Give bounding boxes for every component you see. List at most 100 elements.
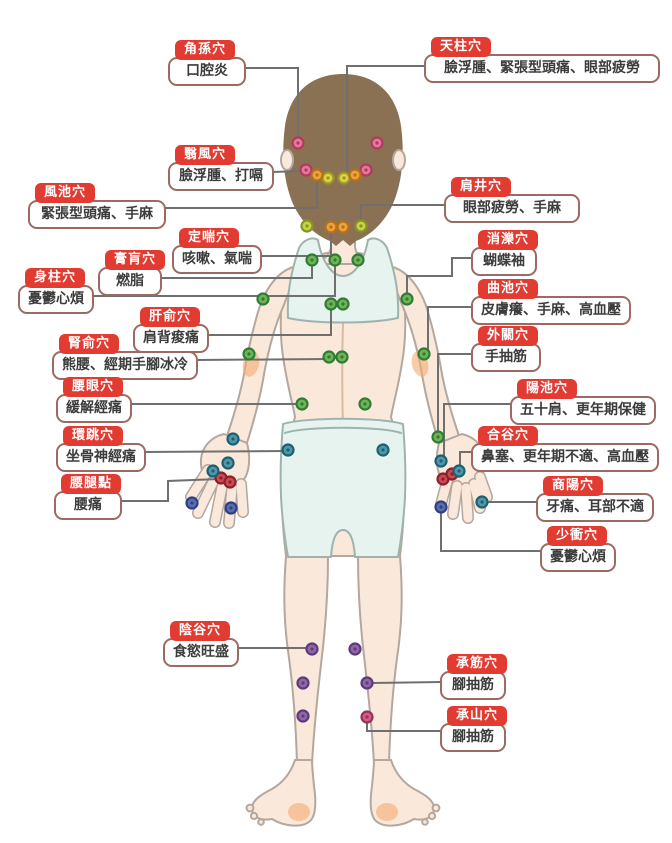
toes	[245, 803, 441, 826]
dot-waiguan-1	[226, 432, 240, 446]
acupoint-name: 肩井穴	[451, 177, 512, 197]
dot-xiaoluo	[400, 292, 414, 306]
label-yifeng: 翳風穴 臉浮腫、打嗝	[168, 143, 274, 191]
label-chengjin: 承筋穴 腳抽筋	[440, 652, 508, 700]
line-chengjin	[368, 681, 443, 684]
left-ear	[280, 149, 294, 171]
acupoint-name: 天柱穴	[431, 37, 492, 57]
acupoint-benefit: 蝴蝶袖	[471, 247, 537, 276]
line-yaotuidian	[120, 478, 220, 502]
dot-shaochong	[434, 500, 448, 514]
right-ear	[392, 149, 406, 171]
dot-shangyang-1	[224, 501, 238, 515]
acupoint-benefit: 憂鬱心煩	[18, 285, 94, 314]
acupoint-benefit: 緊張型頭痛、手麻	[28, 200, 166, 229]
acupoint-benefit: 坐骨神經痛	[56, 443, 146, 472]
acupoint-name: 合谷穴	[478, 426, 539, 446]
acupoint-benefit: 咳嗽、氣喘	[172, 245, 262, 274]
line-ganshu	[207, 306, 332, 336]
dot-chengshan-1	[296, 709, 310, 723]
dot-shenshu-1	[335, 350, 349, 364]
line-shaochong	[440, 509, 542, 552]
acupoint-benefit: 鼻塞、更年期不適、高血壓	[471, 443, 659, 472]
dot-yaoyan-1	[358, 397, 372, 411]
acupoint-benefit: 憂鬱心煩	[540, 543, 616, 572]
line-fengchi	[164, 179, 318, 209]
right-heel-blush	[376, 803, 398, 821]
connector-lines	[92, 65, 542, 732]
dot-tianzhu-1	[321, 171, 335, 185]
dot-hegu	[452, 464, 466, 478]
line-tianzhu	[346, 65, 426, 175]
dot-gaohuang-1	[351, 253, 365, 267]
shorts	[279, 417, 407, 558]
acupoint-benefit: 牙痛、耳部不適	[536, 493, 654, 522]
dot-fengchi-1	[348, 168, 362, 182]
label-jiaosun: 角孫穴 口腔炎	[168, 38, 246, 86]
dot-yaoyan	[295, 397, 309, 411]
acupoint-benefit: 腳抽筋	[440, 723, 506, 752]
acupoint-name: 角孫穴	[175, 40, 236, 60]
label-jianjing: 肩井穴 眼部疲勞、手麻	[444, 175, 580, 223]
label-yangchi: 陽池穴 五十肩、更年期保健	[510, 377, 656, 425]
line-jianjing	[360, 204, 446, 223]
left-heel-blush	[288, 803, 310, 821]
dot-yifeng-1	[359, 163, 373, 177]
dot-yangchi-1	[221, 456, 235, 470]
dot-dingchuan-1	[336, 220, 350, 234]
acupoint-name: 肝俞穴	[140, 307, 201, 327]
acupoint-benefit: 皮膚癢、手麻、高血壓	[471, 296, 631, 325]
acupoint-name: 腰腿點	[61, 474, 122, 494]
dot-jiaosun	[291, 136, 305, 150]
line-yifeng	[271, 170, 304, 173]
dot-quchi	[417, 347, 431, 361]
line-hegu	[459, 451, 473, 470]
dot-huantiao	[281, 443, 295, 457]
dot-dingchuan	[324, 220, 338, 234]
acupoint-benefit: 口腔炎	[168, 57, 246, 86]
acupoint-name: 曲池穴	[478, 279, 539, 299]
dot-ganshu-1	[336, 297, 350, 311]
spine-line	[341, 323, 344, 429]
acupoint-benefit: 五十肩、更年期保健	[510, 396, 656, 425]
acupoint-name: 腎俞穴	[59, 334, 120, 354]
dot-quchi-1	[242, 347, 256, 361]
label-gaohuang: 膏肓穴 燃脂	[98, 248, 166, 296]
dot-fengchi	[310, 168, 324, 182]
dot-yaotuidian-1	[223, 475, 237, 489]
label-shangyang: 商陽穴 牙痛、耳部不適	[536, 474, 654, 522]
acupoint-name: 少衝穴	[547, 526, 608, 546]
label-ganshu: 肝俞穴 肩背痠痛	[133, 305, 209, 353]
line-shenshu	[195, 358, 330, 361]
label-xiaoluo: 消濼穴 蝴蝶袖	[471, 228, 539, 276]
acupoint-benefit: 臉浮腫、緊張型頭痛、眼部疲勞	[424, 54, 660, 83]
line-xiaoluo	[406, 257, 473, 297]
dot-yifeng	[299, 163, 313, 177]
label-shenshu: 腎俞穴 熊腰、經期手腳冰冷	[52, 332, 198, 380]
acupoint-name: 承山穴	[447, 706, 508, 726]
acupoint-name: 腰眼穴	[63, 377, 124, 397]
acupoint-benefit: 腰痛	[54, 491, 122, 520]
dot-jianjing	[354, 219, 368, 233]
acupoint-name: 風池穴	[35, 183, 96, 203]
label-dingchuan: 定喘穴 咳嗽、氣喘	[172, 226, 262, 274]
dot-tianzhu	[337, 171, 351, 185]
line-shenzhu	[92, 263, 336, 297]
line-yangchi	[443, 403, 512, 459]
label-yingu: 陰谷穴 食慾旺盛	[163, 619, 239, 667]
dot-jiaosun-1	[370, 136, 384, 150]
dot-huantiao-1	[376, 443, 390, 457]
label-quchi: 曲池穴 皮膚癢、手麻、高血壓	[471, 277, 631, 325]
dot-yingu-1	[348, 642, 362, 656]
line-quchi	[427, 306, 473, 352]
dot-gaohuang	[305, 253, 319, 267]
dot-chengshan	[360, 710, 374, 724]
acupoint-name: 環跳穴	[63, 426, 124, 446]
acupoint-name: 商陽穴	[543, 476, 604, 496]
acupoint-name: 翳風穴	[175, 145, 236, 165]
dot-hegu-1	[206, 464, 220, 478]
acupoint-name: 承筋穴	[447, 654, 508, 674]
acupoint-benefit: 燃脂	[98, 267, 162, 296]
label-shenzhu: 身柱穴 憂鬱心煩	[18, 266, 94, 314]
acupoint-benefit: 眼部疲勞、手麻	[444, 194, 580, 223]
